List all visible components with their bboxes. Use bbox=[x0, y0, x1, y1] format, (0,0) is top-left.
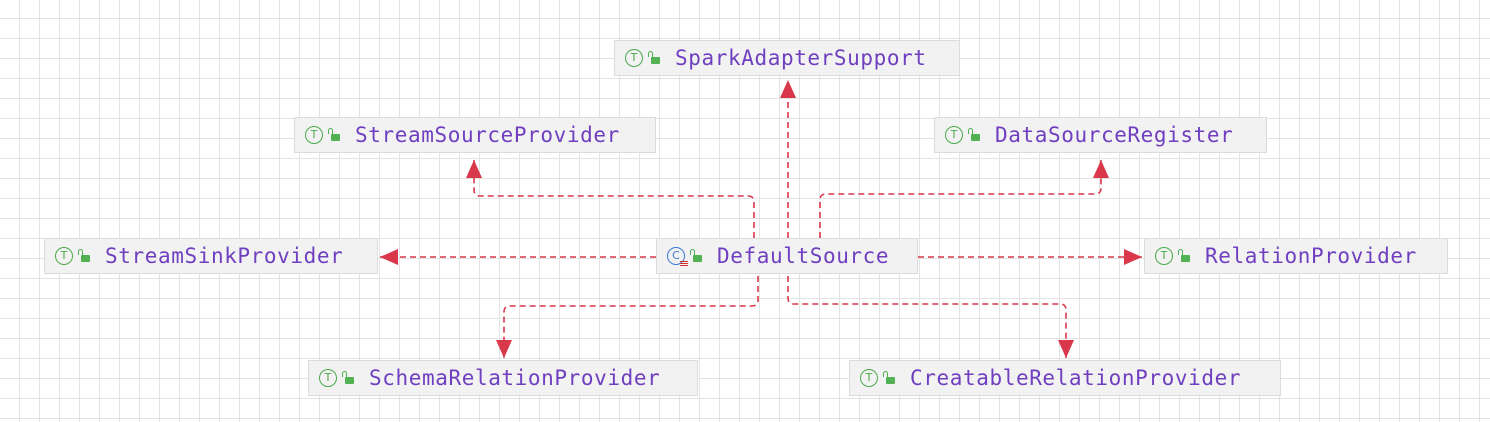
lock-icon bbox=[690, 249, 702, 262]
edge-to-schema-relation-provider bbox=[496, 276, 759, 358]
node-label: StreamSinkProvider bbox=[105, 244, 344, 268]
node-stream-sink-provider[interactable]: T StreamSinkProvider bbox=[44, 238, 378, 274]
node-relation-provider[interactable]: T RelationProvider bbox=[1144, 238, 1448, 274]
node-label: SparkAdapterSupport bbox=[675, 46, 927, 70]
arrowhead-icon bbox=[780, 80, 796, 98]
node-label: RelationProvider bbox=[1205, 244, 1417, 268]
lock-icon bbox=[648, 51, 660, 64]
node-spark-adapter-support[interactable]: T SparkAdapterSupport bbox=[614, 40, 960, 76]
node-label: DataSourceRegister bbox=[995, 123, 1234, 147]
dashed-connector bbox=[473, 160, 755, 238]
node-label: CreatableRelationProvider bbox=[910, 366, 1242, 390]
edge-to-relation-provider bbox=[918, 249, 1142, 265]
interface-icon: T bbox=[860, 369, 878, 387]
interface-icon: T bbox=[305, 126, 323, 144]
edge-to-stream-source-provider bbox=[466, 160, 755, 238]
lock-icon bbox=[342, 371, 354, 384]
interface-icon: T bbox=[55, 247, 73, 265]
lock-icon bbox=[1178, 249, 1190, 262]
node-default-source[interactable]: C DefaultSource bbox=[656, 238, 918, 274]
node-data-source-register[interactable]: T DataSourceRegister bbox=[934, 117, 1267, 153]
lock-icon bbox=[78, 249, 90, 262]
interface-icon: T bbox=[625, 49, 643, 67]
node-creatable-relation-provider[interactable]: T CreatableRelationProvider bbox=[849, 360, 1281, 396]
edge-to-data-source-register bbox=[819, 160, 1109, 238]
interface-icon: T bbox=[319, 369, 337, 387]
interface-icon: T bbox=[945, 126, 963, 144]
arrowhead-icon bbox=[1058, 340, 1074, 358]
arrowhead-icon bbox=[1093, 160, 1109, 178]
lock-icon bbox=[328, 128, 340, 141]
edge-to-stream-sink-provider bbox=[380, 249, 656, 265]
dashed-connector bbox=[787, 276, 1067, 358]
node-label: DefaultSource bbox=[717, 244, 890, 268]
dashed-connector bbox=[503, 276, 759, 358]
interface-icon: T bbox=[1155, 247, 1173, 265]
arrowhead-icon bbox=[380, 249, 398, 265]
node-label: SchemaRelationProvider bbox=[369, 366, 661, 390]
arrowhead-icon bbox=[1124, 249, 1142, 265]
dashed-connector bbox=[819, 160, 1102, 238]
edge-to-creatable-relation-provider bbox=[787, 276, 1074, 358]
node-stream-source-provider[interactable]: T StreamSourceProvider bbox=[294, 117, 656, 153]
lock-icon bbox=[883, 371, 895, 384]
node-label: StreamSourceProvider bbox=[355, 123, 620, 147]
arrowhead-icon bbox=[496, 340, 512, 358]
class-icon: C bbox=[667, 247, 688, 267]
node-schema-relation-provider[interactable]: T SchemaRelationProvider bbox=[308, 360, 698, 396]
lock-icon bbox=[968, 128, 980, 141]
edge-to-spark-adapter-support bbox=[780, 80, 796, 238]
arrowhead-icon bbox=[466, 160, 482, 178]
